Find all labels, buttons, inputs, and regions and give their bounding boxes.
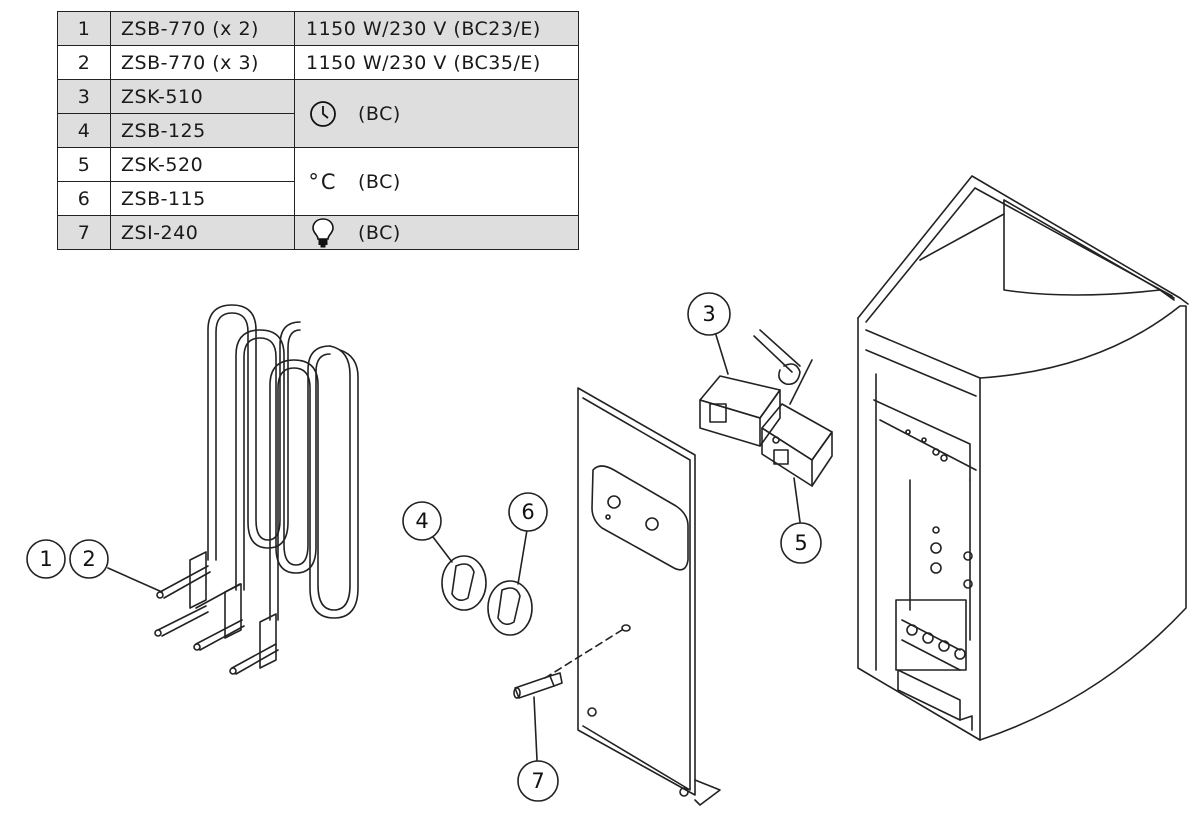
part-number: 6 (57, 181, 111, 216)
leader-line (544, 629, 623, 679)
part-code: ZSB-770 (x 3) (110, 45, 295, 80)
celsius-symbol: °C (308, 169, 338, 194)
leader-line (533, 696, 538, 761)
callout-4: 4 (402, 501, 442, 541)
parts-table: 1 ZSB-770 (x 2) 1150 W/230 V (BC23/E) 2 … (57, 11, 579, 250)
thermostat-spec: °C (BC) (294, 147, 579, 216)
lamp-label: (BC) (358, 221, 401, 244)
part-number: 2 (57, 45, 111, 80)
table-row: 1 ZSB-770 (x 2) 1150 W/230 V (BC23/E) (57, 11, 579, 46)
table-row: 5 ZSK-520 °C (BC) (57, 147, 579, 216)
lamp-7 (513, 672, 563, 699)
timer-spec: (BC) (294, 79, 579, 148)
part-spec: 1150 W/230 V (BC35/E) (294, 45, 579, 80)
timer-label: (BC) (358, 102, 401, 125)
heater-housing (857, 175, 1189, 741)
callout-number: 5 (794, 531, 807, 555)
part-number: 5 (57, 147, 111, 182)
part-number: 4 (57, 113, 111, 148)
callout-number: 2 (82, 547, 95, 571)
thermostat-5 (761, 359, 833, 487)
callout-number: 3 (702, 302, 715, 326)
callout-7: 7 (517, 760, 559, 802)
callout-number: 4 (415, 509, 428, 533)
callout-number: 7 (531, 769, 544, 793)
callout-5: 5 (780, 522, 822, 564)
table-row: 4 ZSB-125 (57, 113, 579, 148)
leader-line (793, 477, 801, 523)
callout-2: 2 (69, 539, 109, 579)
table-row: 6 ZSB-115 (57, 181, 579, 216)
leader-line (517, 529, 528, 585)
callout-3: 3 (687, 292, 731, 336)
part-number: 7 (57, 215, 111, 250)
part-code: ZSB-115 (110, 181, 295, 216)
part-code: ZSK-510 (110, 79, 295, 114)
part-code: ZSB-125 (110, 113, 295, 148)
part-code: ZSK-520 (110, 147, 295, 182)
knob-4 (441, 555, 487, 611)
table-row: 7 ZSI-240 (BC) (57, 215, 579, 250)
callout-number: 6 (521, 500, 534, 524)
lightbulb-icon (306, 217, 340, 249)
callout-1: 1 (26, 539, 66, 579)
knob-6 (487, 580, 533, 636)
part-number: 1 (57, 11, 111, 46)
callouts: 1 2 3 4 5 6 7 (26, 292, 822, 802)
leader-line (715, 334, 729, 375)
callout-number: 1 (39, 547, 52, 571)
table-row: 2 ZSB-770 (x 3) 1150 W/230 V (BC35/E) (57, 45, 579, 80)
table-row: 3 ZSK-510 (BC) (57, 79, 579, 148)
heating-elements (154, 304, 359, 675)
part-number: 3 (57, 79, 111, 114)
leader-line (432, 536, 453, 563)
lamp-spec: (BC) (294, 215, 579, 250)
timer-3 (699, 329, 801, 447)
front-panel (577, 387, 721, 806)
leader-line (107, 567, 163, 593)
clock-icon (306, 99, 340, 129)
thermostat-label: (BC) (358, 170, 401, 193)
callout-6: 6 (508, 492, 548, 532)
